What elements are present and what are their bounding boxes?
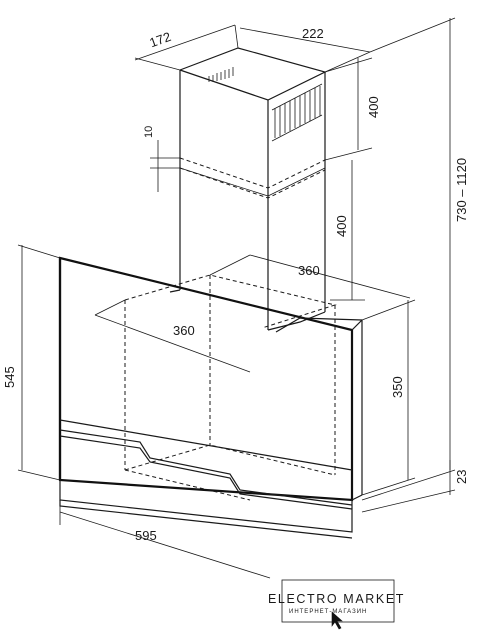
right-vent-slots — [271, 83, 323, 142]
dim-total-height: 730 – 1120 — [454, 158, 469, 222]
dim-hood-width-inner: 360 — [173, 323, 195, 338]
dim-lower-chimney-height: 400 — [334, 215, 349, 237]
dim-body-height: 350 — [390, 376, 405, 398]
left-vent-slots — [208, 67, 234, 82]
cursor-icon — [331, 611, 343, 630]
hidden-box — [124, 274, 337, 501]
dim-upper-chimney-height: 400 — [366, 96, 381, 118]
hood-body — [58, 256, 363, 539]
dim-hood-depth: 360 — [298, 263, 320, 278]
electro-market-logo: ELECTRO MARKET ИНТЕРНЕТ-МАГАЗИН — [268, 579, 405, 630]
logo-title: ELECTRO MARKET — [268, 592, 405, 606]
dimension-lines — [17, 17, 456, 579]
upper-chimney — [179, 47, 327, 330]
dim-overall-width: 595 — [135, 528, 157, 543]
dim-overlap: 10 — [143, 126, 155, 138]
dim-chimney-depth: 172 — [147, 29, 173, 51]
logo-subtitle: ИНТЕРНЕТ-МАГАЗИН — [289, 609, 367, 615]
dim-chimney-width: 222 — [302, 26, 324, 41]
dim-bottom-offset: 23 — [454, 470, 469, 484]
dim-glass-height: 545 — [2, 366, 17, 388]
